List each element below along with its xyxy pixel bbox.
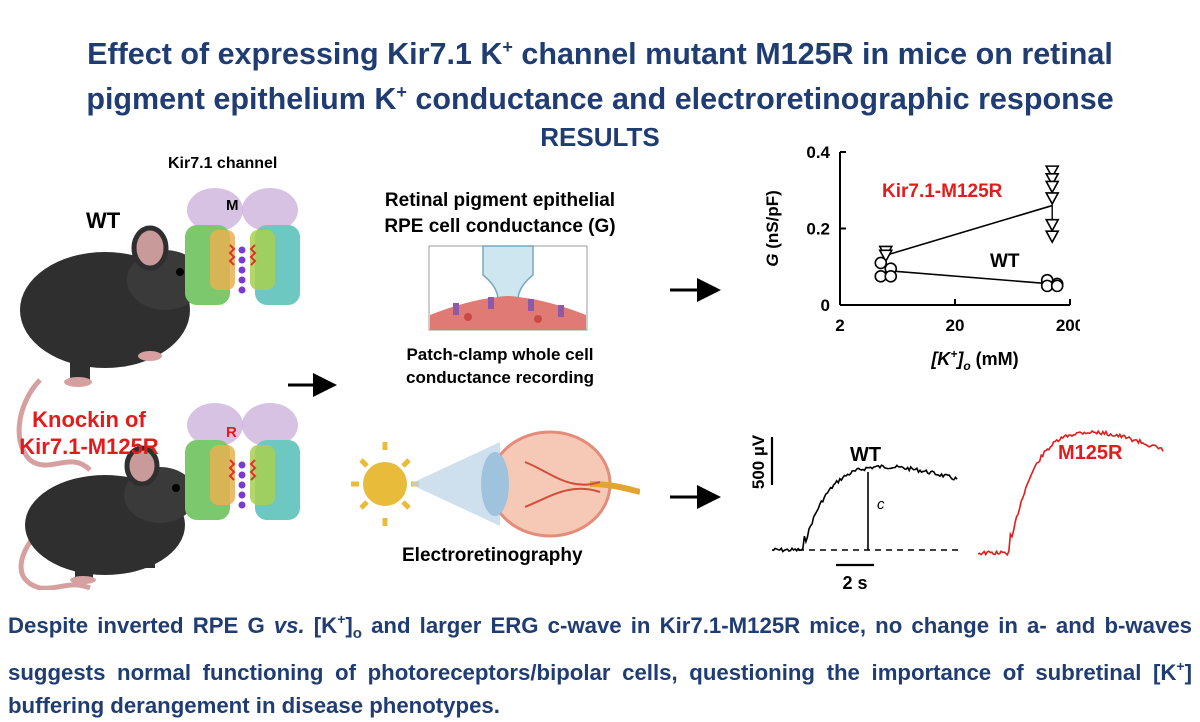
series-wt bbox=[874, 256, 1064, 293]
data-point bbox=[1044, 192, 1060, 206]
data-point bbox=[1044, 218, 1060, 233]
m125r-trace bbox=[977, 429, 1164, 557]
data-point bbox=[878, 249, 894, 263]
conductance-chart: 0 0.2 0.4 2 20 200 G (nS/pF) [K+]o (mM) Kir7.1-M… bbox=[763, 143, 1080, 373]
y-tick-label: 0.2 bbox=[806, 220, 830, 239]
data-point bbox=[1044, 165, 1060, 179]
mutation-site-label: M bbox=[226, 197, 239, 214]
series-label-mutant: Kir7.1-M125R bbox=[882, 181, 1003, 202]
erg-traces-chart: c WT M125R 500 µV 2 s bbox=[749, 429, 1164, 593]
x-axis-label: [K+]o (mM) bbox=[930, 347, 1018, 373]
time-scale-label: 2 s bbox=[842, 573, 867, 593]
mean-line bbox=[885, 204, 1053, 257]
series-label-wt: WT bbox=[990, 251, 1020, 272]
series-kir7-1-m125r bbox=[878, 165, 1060, 263]
mutant-site-label: R bbox=[226, 424, 237, 441]
erg-label: Electroretinography bbox=[402, 545, 583, 566]
data-point bbox=[874, 256, 888, 270]
sun-icon bbox=[351, 442, 419, 526]
mutant-channel-icon bbox=[185, 403, 300, 520]
mouse-channel-illustrations bbox=[16, 188, 300, 590]
wt-trace-label: WT bbox=[850, 444, 881, 466]
data-point bbox=[884, 270, 898, 283]
channel-label: Kir7.1 channel bbox=[168, 155, 278, 172]
knockin-mouse-icon bbox=[18, 445, 196, 590]
light-beam bbox=[410, 442, 500, 526]
patch-clamp-icon bbox=[428, 245, 588, 331]
y-axis-label: G (nS/pF) bbox=[763, 190, 782, 267]
x-tick-label: 20 bbox=[946, 316, 965, 335]
eye-icon bbox=[481, 430, 640, 538]
voltage-scale-label: 500 µV bbox=[749, 434, 768, 489]
wt-label: WT bbox=[86, 208, 121, 233]
y-tick-label: 0 bbox=[821, 296, 830, 315]
page-title: Effect of expressing Kir7.1 K+ channel m… bbox=[86, 37, 1114, 117]
c-wave-label: c bbox=[877, 496, 885, 513]
summary-text: Despite inverted RPE G vs. [K+]o and lar… bbox=[8, 611, 1193, 718]
data-point bbox=[1050, 279, 1064, 293]
results-heading: RESULTS bbox=[540, 122, 660, 152]
electroretinography-illustration bbox=[351, 430, 640, 538]
x-tick-label: 2 bbox=[835, 316, 844, 335]
data-point bbox=[1044, 230, 1060, 244]
data-point bbox=[1044, 180, 1060, 195]
wt-trace bbox=[771, 464, 958, 553]
y-tick-label: 0.4 bbox=[806, 143, 830, 162]
data-point bbox=[1044, 172, 1060, 187]
x-tick-label: 200 bbox=[1056, 316, 1080, 335]
mean-line bbox=[885, 269, 1053, 285]
wt-mouse-icon bbox=[16, 225, 203, 472]
m125r-trace-label: M125R bbox=[1058, 442, 1123, 464]
wt-channel-icon bbox=[185, 188, 300, 305]
